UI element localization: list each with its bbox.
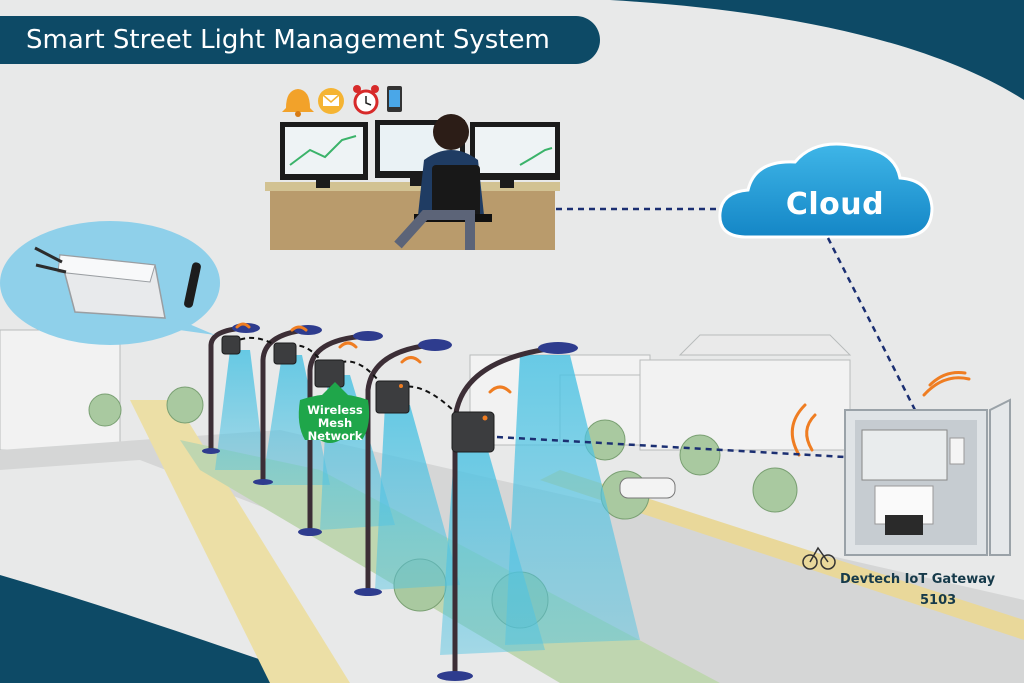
email-icon: [318, 88, 344, 114]
car: [620, 478, 675, 498]
wireless-mesh-label: Wireless Mesh Network: [300, 404, 370, 443]
mobile-phone-icon: [387, 86, 402, 112]
gateway-model: 5103: [920, 593, 956, 608]
cloud-label: Cloud: [780, 187, 890, 222]
page-title: Smart Street Light Management System: [0, 16, 600, 64]
controller-device-bubble: [0, 221, 220, 345]
iot-gateway-enclosure: [845, 400, 1010, 555]
control-room-operator: [265, 114, 560, 250]
gateway-name: Devtech IoT Gateway: [840, 572, 1024, 587]
